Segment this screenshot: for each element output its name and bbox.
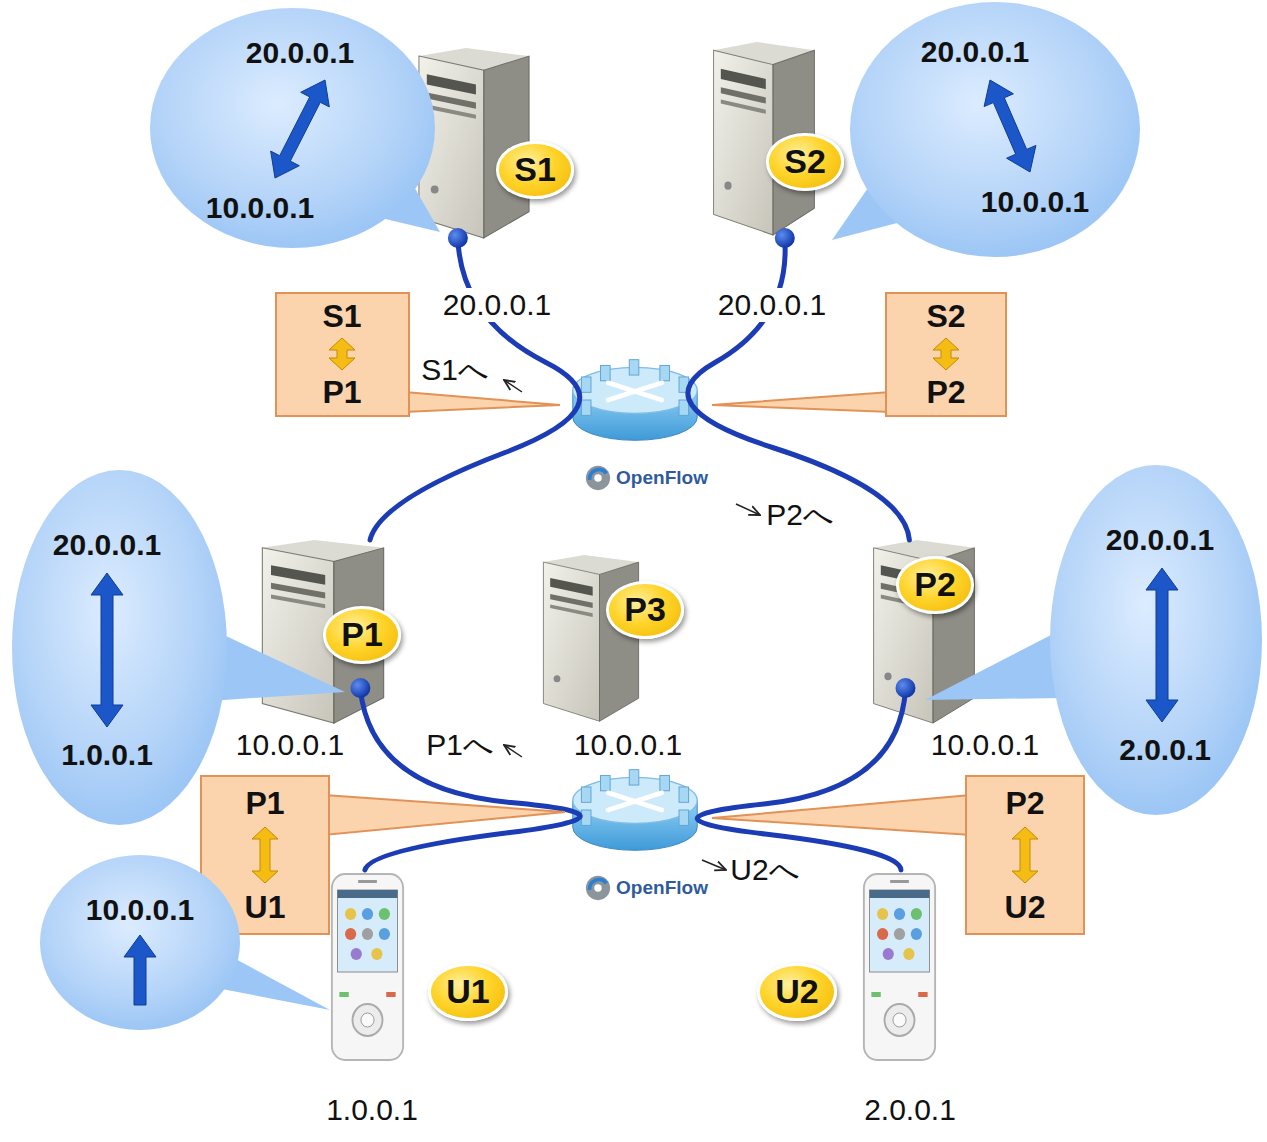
callout-tail [712, 795, 971, 835]
callout-tail [925, 633, 1062, 700]
port-dot [896, 678, 916, 698]
flow-rule-callout: P2U2 [965, 775, 1085, 935]
server-name: P1 [322, 374, 361, 411]
logo-text: OpenFlow [614, 877, 710, 899]
ip-address: 20.0.0.1 [440, 288, 554, 323]
address-callout: 10.0.0.1 [40, 855, 240, 1030]
ip-address: 20.0.0.1 [921, 35, 1029, 70]
flow-arrow [329, 338, 355, 370]
flow-path [688, 228, 910, 540]
device: U1 [325, 870, 535, 1060]
ip-address: 10.0.0.1 [86, 893, 194, 928]
device: P3 [535, 550, 695, 700]
flow-path [697, 678, 915, 870]
server-name: P1 [245, 785, 284, 822]
address-callout: 20.0.0.1 10.0.0.1 [150, 8, 435, 248]
direction-label: S1へ [418, 353, 492, 388]
device-badge: U1 [428, 963, 507, 1020]
flow-rule-callout: S2P2 [885, 292, 1007, 417]
address-callout: 20.0.0.1 1.0.0.1 [12, 470, 227, 825]
direction-label: P2へ [763, 498, 837, 533]
direction-arrow [124, 935, 156, 1005]
device: S1 [412, 48, 582, 240]
callout-tail [324, 795, 565, 835]
ip-address: 1.0.0.1 [323, 1093, 421, 1128]
ip-address: 1.0.0.1 [61, 738, 153, 773]
port-dot [448, 228, 468, 248]
device-badge: S2 [766, 133, 844, 190]
callout-shape [40, 855, 240, 1030]
ip-address: 20.0.0.1 [53, 528, 161, 563]
callout-body [1050, 465, 1262, 815]
server-name: P2 [926, 374, 965, 411]
callout-body [886, 293, 1006, 416]
device: S2 [700, 42, 860, 240]
callout-shape [12, 470, 227, 825]
direction-arrow [1146, 568, 1178, 722]
flow-path [350, 678, 580, 870]
ip-address: 10.0.0.1 [233, 728, 347, 763]
device-badge: P1 [323, 606, 401, 663]
device-badge: S1 [496, 141, 574, 198]
callout-body [12, 470, 227, 825]
ip-address: 10.0.0.1 [571, 728, 685, 763]
ip-address: 20.0.0.1 [1106, 523, 1214, 558]
ip-address: 2.0.0.1 [1119, 733, 1211, 768]
device: P1 [250, 540, 410, 690]
flow-line [688, 240, 910, 540]
port-dot [775, 228, 795, 248]
direction-label: P1へ [423, 728, 497, 763]
server-name: S1 [322, 298, 361, 335]
server-name: S2 [926, 298, 965, 335]
flow-rule-callout: S1P1 [275, 292, 410, 417]
server-name: P2 [1005, 785, 1044, 822]
device-badge: P2 [896, 556, 974, 613]
port-dot [350, 678, 370, 698]
callout-body [40, 855, 240, 1030]
direction-arrow [271, 80, 330, 178]
address-callout: 20.0.0.1 2.0.0.1 [1050, 465, 1262, 815]
callout-tail [404, 392, 560, 412]
device-badge: P3 [606, 581, 684, 638]
flow-arrow [933, 338, 959, 370]
callout-body [850, 2, 1140, 257]
device: U2 [725, 870, 945, 1060]
callout-tail [712, 392, 891, 412]
callout-body [276, 293, 409, 416]
ip-address: 10.0.0.1 [981, 185, 1089, 220]
flow-line [360, 690, 580, 870]
server-name: U2 [1005, 889, 1046, 926]
flow-arrow [252, 827, 278, 883]
flow-line [697, 690, 905, 870]
address-callout: 20.0.0.1 10.0.0.1 [850, 2, 1140, 257]
callout-body [150, 8, 435, 248]
callout-body [966, 776, 1084, 934]
ip-address: 2.0.0.1 [861, 1093, 959, 1128]
flow-arrow [1012, 827, 1038, 883]
ip-address: 20.0.0.1 [715, 288, 829, 323]
ip-address: 10.0.0.1 [206, 191, 314, 226]
logo-text: OpenFlow [614, 467, 710, 489]
device-badge: U2 [757, 963, 836, 1020]
device: P2 [860, 540, 990, 690]
server-name: U1 [245, 889, 286, 926]
direction-label: U2へ [727, 853, 802, 888]
direction-arrow [984, 80, 1036, 172]
ip-address: 20.0.0.1 [246, 36, 354, 71]
direction-arrow [91, 573, 123, 727]
ip-address: 10.0.0.1 [928, 728, 1042, 763]
